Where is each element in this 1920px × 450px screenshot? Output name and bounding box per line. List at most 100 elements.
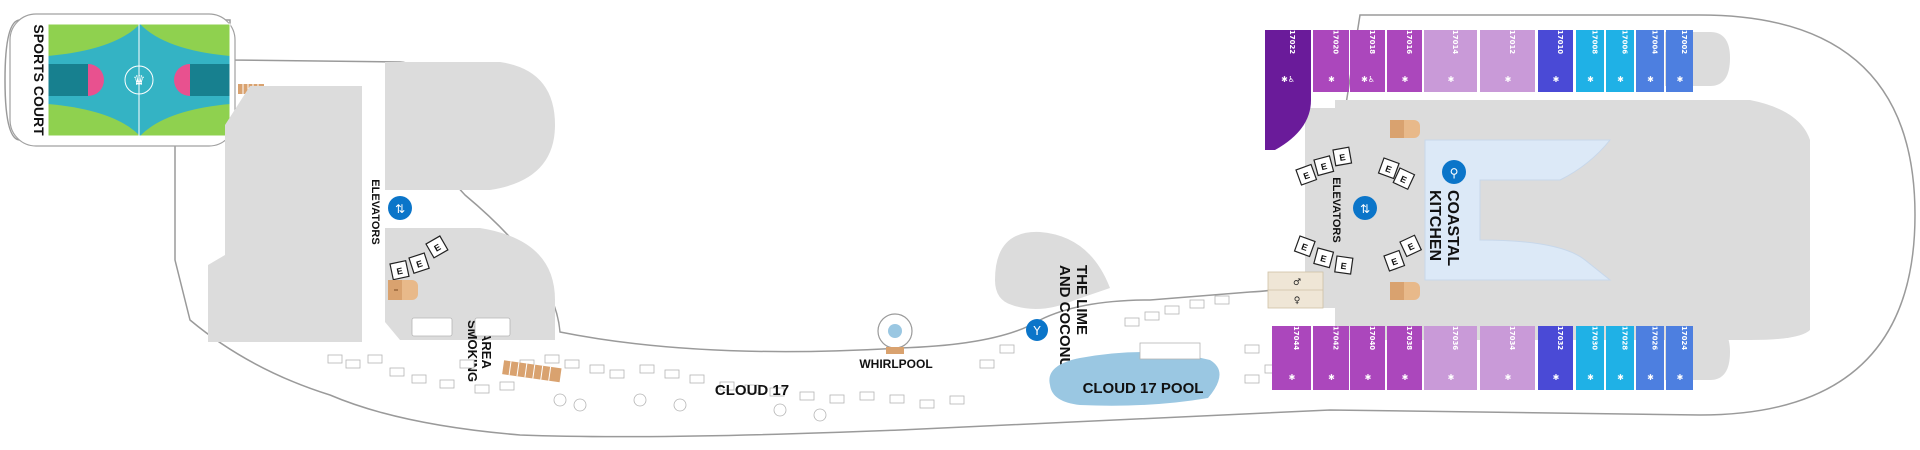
cabin-17014[interactable]: 17014✱ bbox=[1424, 30, 1477, 92]
cabin-number: 17032 bbox=[1556, 326, 1564, 350]
star-icon: ✱ bbox=[1677, 75, 1684, 84]
accessible-star-icon: ✱♿ bbox=[1361, 75, 1375, 84]
cabin-block bbox=[1313, 30, 1349, 92]
upper-elevator-lobby bbox=[385, 62, 555, 190]
smoking-area-line-2: AREA bbox=[479, 332, 494, 369]
cabin-17030[interactable]: 17030✱ bbox=[1576, 326, 1604, 390]
cabin-block bbox=[1480, 326, 1535, 390]
cabin-17018[interactable]: 17018 ✱♿ bbox=[1350, 30, 1385, 92]
cabin-number: 17036 bbox=[1451, 326, 1459, 350]
star-icon: ✱ bbox=[1505, 75, 1512, 84]
cabin-17024[interactable]: 17024✱ bbox=[1666, 326, 1693, 390]
star-icon: ✱ bbox=[1402, 75, 1409, 84]
cabin-block bbox=[1606, 326, 1634, 390]
lime-coconut-line-2: AND COCONUT bbox=[1056, 265, 1073, 378]
cabin-17004[interactable]: 17004✱ bbox=[1636, 30, 1664, 92]
cabin-block bbox=[1313, 326, 1349, 390]
cabin-17036[interactable]: 17036 ✱ bbox=[1424, 326, 1477, 390]
cabin-17026[interactable]: 17026✱ bbox=[1636, 326, 1664, 390]
svg-text:♀: ♀ bbox=[1294, 296, 1301, 306]
svg-text:E: E bbox=[1320, 161, 1328, 172]
cabin-block bbox=[1272, 326, 1311, 390]
restroom-icon bbox=[1390, 120, 1420, 138]
cabin-block bbox=[1666, 30, 1693, 92]
cabin-17038[interactable]: 17038✱ bbox=[1387, 326, 1422, 390]
svg-text:Y: Y bbox=[1032, 324, 1041, 338]
cabin-17040[interactable]: 17040 ✱ bbox=[1350, 326, 1385, 390]
star-icon: ✱ bbox=[1365, 373, 1372, 382]
cabin-number: 17004 bbox=[1651, 30, 1659, 54]
cabin-block bbox=[1666, 326, 1693, 390]
cabin-block bbox=[1387, 30, 1422, 92]
cabin-17010[interactable]: 17010✱ bbox=[1538, 30, 1573, 92]
hull-outline bbox=[4, 14, 1916, 438]
restroom-block: ♂ ♀ bbox=[1267, 271, 1324, 309]
whirlpool[interactable]: WHIRLPOOL bbox=[859, 313, 933, 371]
star-icon: ✱ bbox=[1328, 373, 1335, 382]
cabin-number: 17008 bbox=[1591, 30, 1599, 54]
cabin-17042[interactable]: 17042✱ bbox=[1313, 326, 1349, 390]
cabin-17020[interactable]: 17020✱ bbox=[1313, 30, 1349, 92]
cabin-row-bottom: 17044✱17042✱17040✱17038✱17036✱17034✱1703… bbox=[1272, 326, 1693, 390]
cabin-block bbox=[1265, 30, 1311, 150]
cabin-17044[interactable]: 17044✱ bbox=[1272, 326, 1311, 390]
elevators-aft-label: ELEVATORS bbox=[1330, 177, 1342, 242]
star-icon: ✱ bbox=[1402, 373, 1409, 382]
elevator-icon: ⇅ bbox=[1353, 196, 1377, 220]
elevators-fwd-label: ELEVATORS bbox=[369, 179, 381, 244]
accessible-star-icon: ✱♿ bbox=[1281, 75, 1295, 84]
cabin-number: 17044 bbox=[1292, 326, 1300, 350]
svg-text:♂: ♂ bbox=[1293, 278, 1301, 288]
svg-text:E: E bbox=[1399, 174, 1409, 186]
cabin-block bbox=[1480, 30, 1535, 92]
cabin-number: 17018 bbox=[1368, 30, 1376, 54]
cabin-17028[interactable]: 17028✱ bbox=[1606, 326, 1634, 390]
cloud17-pool[interactable]: CLOUD 17 POOL bbox=[1049, 342, 1220, 406]
cabin-number: 17040 bbox=[1368, 326, 1376, 350]
cabin-block bbox=[1606, 30, 1634, 92]
cabin-row-top: 17022✱♿17020✱17018✱♿17016✱17014✱17012✱17… bbox=[1265, 30, 1693, 150]
lime-and-coconut-bar[interactable] bbox=[995, 231, 1110, 309]
star-icon: ✱ bbox=[1505, 373, 1512, 382]
svg-text:E: E bbox=[396, 266, 404, 277]
cabin-17008[interactable]: 17008✱ bbox=[1576, 30, 1604, 92]
coastal-kitchen[interactable] bbox=[1424, 139, 1612, 281]
cabin-block bbox=[1350, 30, 1385, 92]
cabin-number: 17002 bbox=[1680, 30, 1688, 54]
star-icon: ✱ bbox=[1448, 75, 1455, 84]
coastal-kitchen-line-2: KITCHEN bbox=[1426, 190, 1443, 261]
cabin-17034[interactable]: 17034✱ bbox=[1480, 326, 1535, 390]
restroom-icon bbox=[388, 280, 418, 300]
sports-court[interactable]: ♛ SPORTS COURT bbox=[9, 13, 236, 147]
cabin-block bbox=[1576, 326, 1604, 390]
cabin-17016[interactable]: 17016 ✱ bbox=[1387, 30, 1422, 92]
coastal-kitchen-label: COASTAL KITCHEN bbox=[1426, 190, 1461, 270]
cabin-block bbox=[1387, 326, 1422, 390]
svg-text:E: E bbox=[1302, 170, 1311, 181]
cabin-block bbox=[1424, 30, 1477, 92]
cabin-17032[interactable]: 17032✱ bbox=[1538, 326, 1573, 390]
smoking-area-floor bbox=[385, 228, 555, 340]
svg-text:E: E bbox=[415, 258, 424, 269]
svg-text:E: E bbox=[1300, 241, 1309, 252]
cabin-number: 17030 bbox=[1591, 326, 1599, 350]
cabin-17006[interactable]: 17006✱ bbox=[1606, 30, 1634, 92]
cabin-17022[interactable]: 17022✱♿ bbox=[1265, 30, 1311, 150]
star-icon: ✱ bbox=[1677, 373, 1684, 382]
wooden-bench bbox=[502, 360, 562, 383]
cabin-number: 17006 bbox=[1621, 30, 1629, 54]
cabin-number: 17016 bbox=[1405, 30, 1413, 54]
cloud17-pool-label: CLOUD 17 POOL bbox=[1083, 380, 1204, 397]
svg-text:E: E bbox=[1384, 163, 1393, 174]
star-icon: ✱ bbox=[1448, 373, 1455, 382]
elevator-icon: ⇅ bbox=[388, 196, 412, 220]
cabin-17002[interactable]: 17002 ✱ bbox=[1666, 30, 1693, 92]
cabin-block bbox=[1424, 326, 1477, 390]
lime-coconut-label: THE LIME AND COCONUT bbox=[1056, 265, 1090, 378]
crown-anchor-icon: ♛ bbox=[133, 73, 146, 89]
cabin-17012[interactable]: 17012✱ bbox=[1480, 30, 1535, 92]
svg-text:⇅: ⇅ bbox=[395, 202, 405, 216]
sports-court-label: SPORTS COURT bbox=[31, 24, 47, 136]
cocktail-icon: Y bbox=[1026, 319, 1048, 341]
